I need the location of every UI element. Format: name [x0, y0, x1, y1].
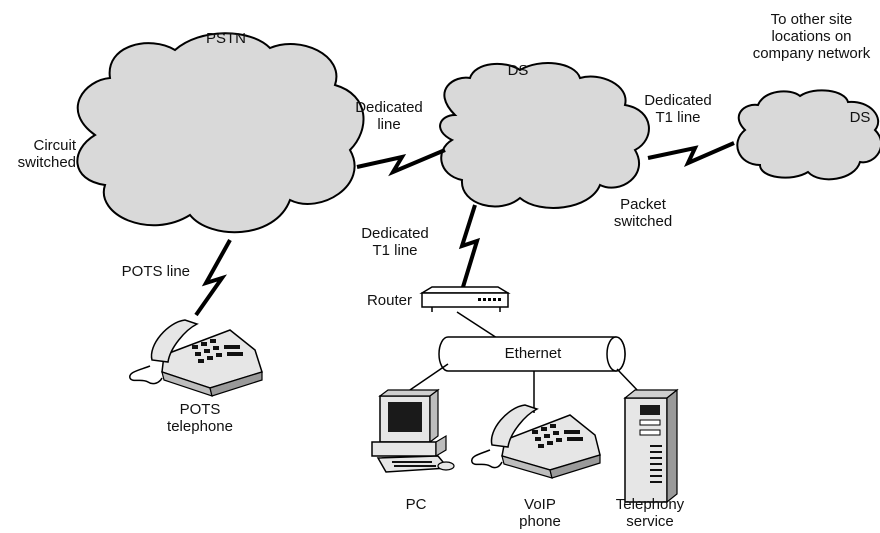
- ethernet-label: Ethernet: [504, 345, 562, 362]
- t1-line-bolt-right: [647, 141, 735, 167]
- router-to-ethernet-link: [456, 311, 498, 339]
- ethernet-bus: [438, 336, 626, 372]
- dedicated-t1-line-right-label: Dedicated T1 line: [644, 92, 712, 126]
- telephony-service-label: Telephony service: [615, 496, 685, 530]
- pc-icon: [371, 388, 455, 473]
- packet-switched-label: Packet switched: [613, 196, 673, 230]
- pots-line-label: POTS line: [121, 263, 190, 280]
- dedicated-line-label: Dedicated line: [355, 99, 423, 133]
- router-label: Router: [366, 292, 412, 309]
- pstn-cloud: [76, 32, 365, 234]
- ethernet-to-server-link: [616, 368, 641, 394]
- ds-remote-label: DS: [849, 109, 871, 126]
- pots-line-bolt: [194, 239, 232, 317]
- ds-main-cloud: [439, 62, 650, 209]
- circuit-switched-label: Circuit switched: [17, 137, 76, 171]
- router-device: [419, 286, 511, 312]
- dedicated-line-bolt: [356, 148, 446, 177]
- voip-phone-label: VoIP phone: [519, 496, 561, 530]
- telephony-server-icon: [623, 388, 679, 504]
- pc-label: PC: [405, 496, 427, 513]
- ethernet-to-pc-link: [406, 363, 449, 393]
- ds-main-label: DS: [507, 62, 529, 79]
- dedicated-t1-line-down-label: Dedicated T1 line: [361, 225, 429, 259]
- t1-line-bolt-down: [458, 204, 481, 288]
- other-sites-label: To other site locations on company netwo…: [752, 11, 871, 62]
- voip-phone-icon: [471, 404, 601, 479]
- ds-remote-cloud: [736, 89, 880, 181]
- pots-telephone-icon: [129, 319, 263, 397]
- pstn-label: PSTN: [205, 30, 246, 47]
- pots-telephone-label: POTS telephone: [167, 401, 233, 435]
